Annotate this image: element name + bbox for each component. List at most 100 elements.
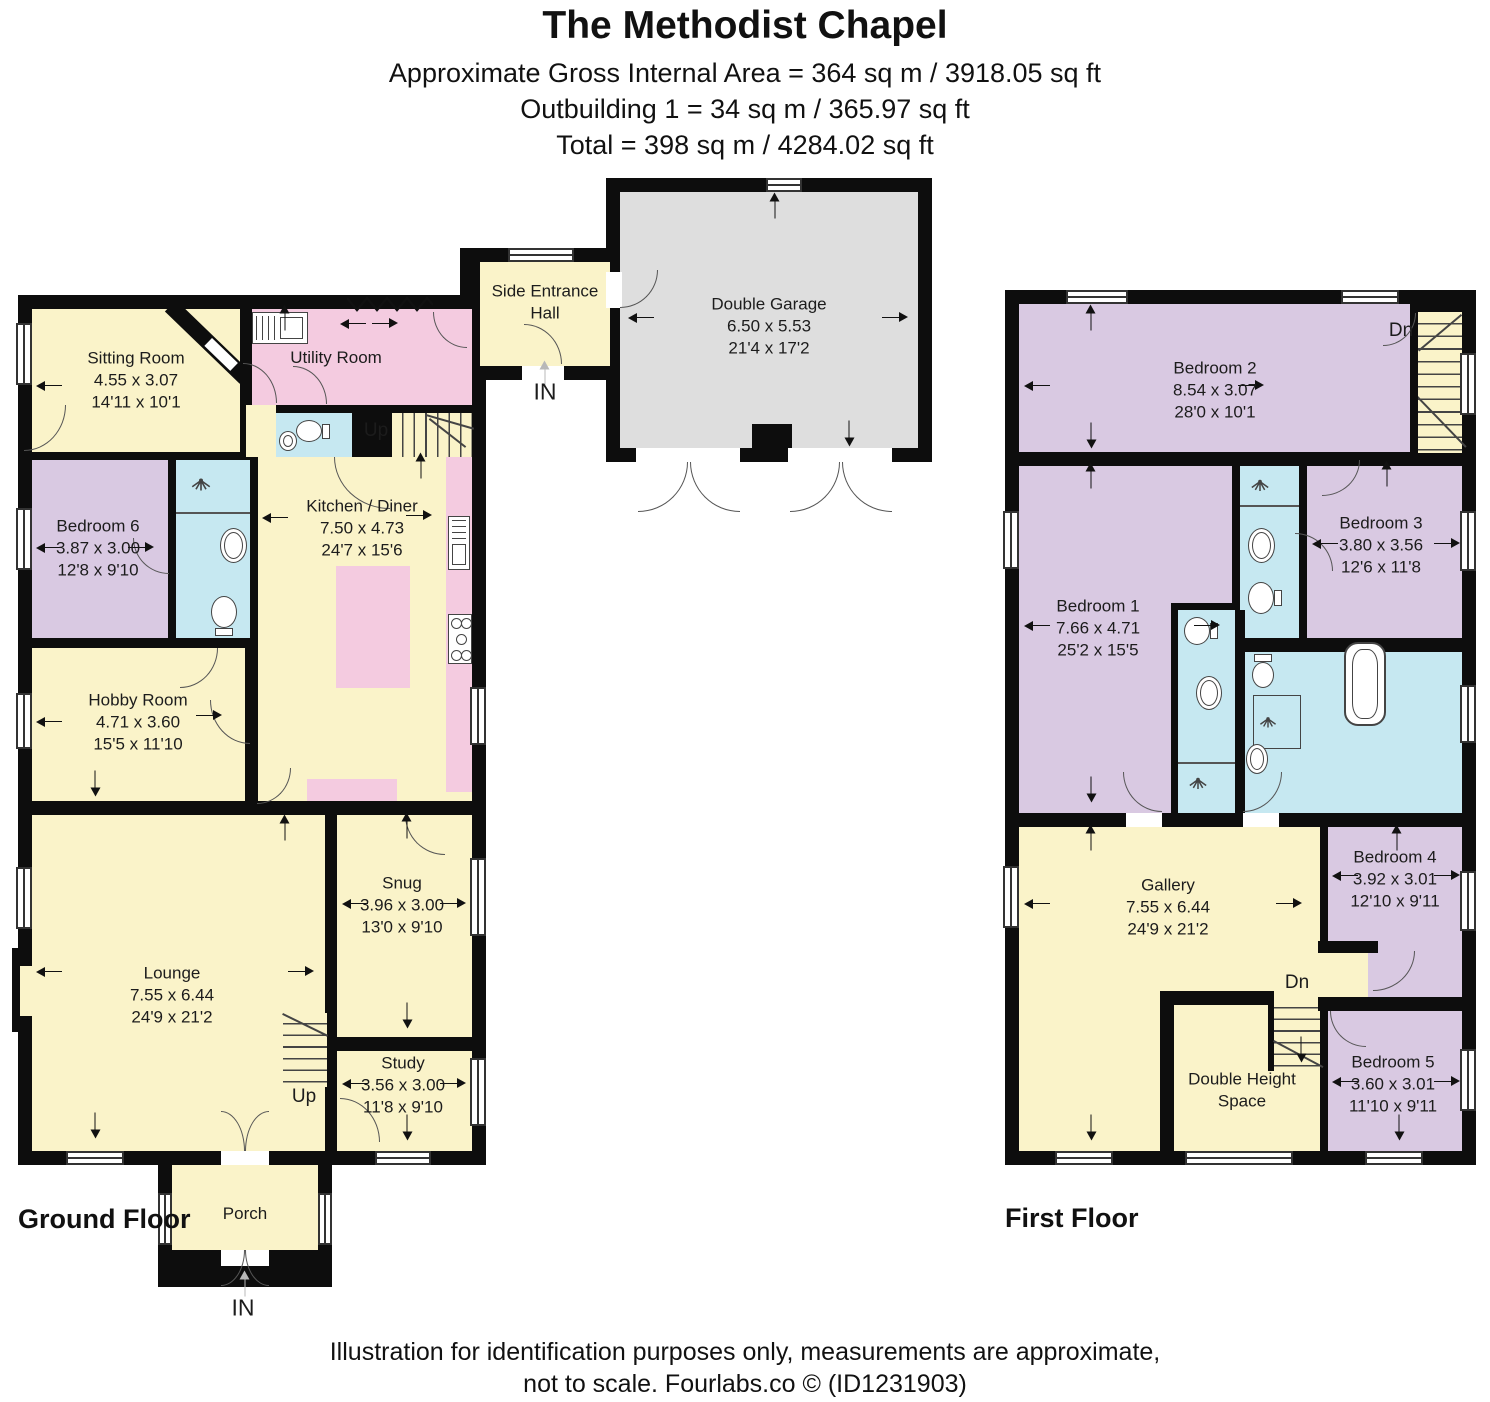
measure-arrow-icon (36, 716, 62, 727)
window (766, 178, 802, 192)
stairs-ground-hall (392, 413, 472, 457)
measure-arrow-icon (36, 380, 62, 391)
measure-arrow-icon (1086, 1114, 1097, 1141)
room-label-utility: Utility Room (290, 348, 382, 368)
sink-unit-icon (252, 312, 308, 344)
measure-arrow-icon (279, 814, 291, 841)
toilet-icon (211, 596, 237, 628)
room-label-bedroom1: Bedroom 1 7.66 x 4.71 25'2 x 15'5 (1055, 596, 1141, 659)
window (1460, 353, 1476, 415)
hob-icon (448, 614, 472, 664)
measure-arrow-icon (844, 420, 855, 447)
measure-arrow-icon (340, 318, 366, 329)
measure-arrow-icon (1086, 422, 1097, 449)
measure-arrow-icon (440, 1078, 466, 1089)
measure-arrow-icon (1394, 1114, 1405, 1141)
stairs-dn-label: Dn (1284, 972, 1310, 993)
toilet-icon (1252, 662, 1274, 688)
divider (176, 512, 250, 514)
toilet-tank (1254, 654, 1272, 662)
entrance-in-label: IN (231, 1294, 255, 1321)
measure-arrow-icon (1086, 776, 1097, 803)
sink-icon (1246, 744, 1268, 774)
measure-arrow-icon (1434, 1076, 1460, 1087)
door-gap (606, 272, 622, 308)
measure-arrow-icon (1194, 620, 1220, 631)
garage-door-arc (790, 462, 840, 512)
garage-pier (752, 424, 792, 448)
room-label-bedroom2: Bedroom 2 8.54 x 3.07 28'0 x 10'1 (1172, 358, 1258, 421)
stairs-up-label: Up (291, 1086, 317, 1107)
toilet-icon (296, 420, 322, 442)
window (470, 858, 486, 936)
door-gap (522, 366, 564, 380)
room-label-gallery: Gallery 7.55 x 6.44 24'9 x 21'2 (1125, 875, 1211, 938)
footer-disclaimer-line1: Illustration for identification purposes… (329, 1338, 1161, 1366)
radiator-zigzag-icon (347, 296, 433, 312)
measure-arrow-icon (196, 710, 222, 721)
ground-floor-label: Ground Floor (18, 1204, 191, 1234)
toilet-icon (1184, 617, 1210, 645)
measure-arrow-icon (1085, 824, 1097, 851)
toilet-tank (1274, 590, 1282, 606)
measure-arrow-icon (1085, 304, 1097, 331)
measure-arrow-icon (882, 312, 908, 323)
room-label-bedroom3: Bedroom 3 3.80 x 3.56 12'6 x 11'8 (1338, 513, 1424, 576)
measure-arrow-icon (1276, 898, 1302, 909)
measure-arrow-icon (1434, 538, 1460, 549)
measure-arrow-icon (1024, 380, 1050, 391)
shower-icon (191, 478, 211, 491)
window (16, 867, 32, 929)
measure-arrow-icon (1024, 898, 1050, 909)
measure-arrow-icon (401, 812, 413, 839)
stairs-up-label: Up (363, 420, 389, 441)
room-lounge (32, 815, 325, 1151)
window (16, 323, 32, 385)
measure-arrow-icon (402, 1002, 413, 1029)
measure-arrow-icon (262, 512, 288, 523)
wall-nib (1318, 941, 1378, 953)
divider (1178, 762, 1235, 764)
measure-arrow-icon (1238, 380, 1264, 391)
window (1003, 866, 1019, 928)
measure-arrow-icon (440, 898, 466, 909)
room-ensuite-wc (1178, 610, 1235, 813)
room-label-kitchen: Kitchen / Diner 7.50 x 4.73 24'7 x 15'6 (306, 496, 418, 559)
shower-icon (1251, 479, 1269, 491)
window (1460, 685, 1476, 743)
room-label-bedroom4: Bedroom 4 3.92 x 3.01 12'10 x 9'11 (1350, 847, 1440, 910)
room-label-bedroom5: Bedroom 5 3.60 x 3.01 11'10 x 9'11 (1348, 1052, 1438, 1115)
room-label-bedroom6: Bedroom 6 3.87 x 3.00 12'8 x 9'10 (55, 516, 141, 579)
window (470, 1058, 486, 1126)
room-label-lounge: Lounge 7.55 x 6.44 24'9 x 21'2 (129, 963, 215, 1026)
measure-arrow-icon (406, 510, 432, 521)
room-label-study: Study 3.56 x 3.00 11'8 x 9'10 (360, 1053, 446, 1116)
sink-icon (279, 431, 297, 451)
room-label-side-hall: Side Entrance Hall (491, 281, 599, 322)
room-snug (337, 815, 472, 1037)
door-gap (1126, 813, 1162, 827)
window (1341, 290, 1399, 304)
subtitle-outbuilding: Outbuilding 1 = 34 sq m / 365.97 sq ft (520, 94, 970, 124)
wall-double-height (1160, 997, 1174, 1151)
subtitle-area: Approximate Gross Internal Area = 364 sq… (388, 58, 1102, 88)
window (16, 508, 32, 570)
wall-double-height (1160, 991, 1274, 1005)
room-hobby (32, 648, 245, 801)
window (1055, 1151, 1113, 1165)
door-gap (221, 1151, 269, 1165)
kitchen-island (336, 566, 410, 688)
sink-icon (1196, 676, 1222, 710)
garage-door-arc (842, 462, 892, 512)
window (1003, 511, 1019, 569)
shower-tray (1253, 695, 1301, 749)
stairs-first-floor (1418, 312, 1462, 453)
measure-arrow-icon (1296, 1036, 1307, 1063)
window (318, 1193, 332, 1245)
subtitle-total: Total = 398 sq m / 4284.02 sq ft (556, 130, 934, 160)
garage-door-gap (636, 448, 740, 462)
window (375, 1151, 431, 1165)
room-label-hobby: Hobby Room 4.71 x 3.60 15'5 x 11'10 (88, 690, 188, 753)
measure-arrow-icon (628, 312, 654, 323)
window (1066, 290, 1128, 304)
